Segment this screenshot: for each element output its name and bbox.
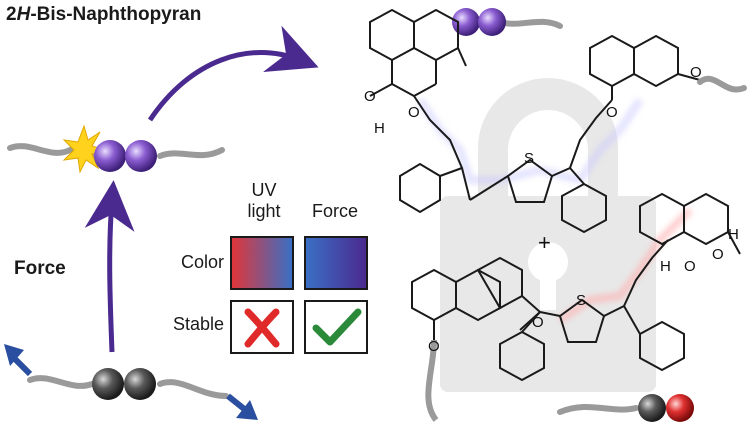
gray-bead	[124, 368, 156, 400]
atom-s: S	[576, 292, 587, 309]
row-label-stable: Stable	[172, 314, 224, 334]
force-label: Force	[14, 258, 66, 279]
reaction-arrow	[147, 25, 319, 122]
row-label-color: Color	[180, 252, 224, 272]
polymer-chain-top	[497, 18, 563, 29]
purple-bead	[478, 8, 506, 36]
polymer-chain-middle	[7, 143, 225, 159]
cross-icon	[244, 308, 280, 348]
atom-h: H	[728, 226, 739, 243]
atom-o: O	[606, 104, 618, 121]
pull-arrow-right-icon	[226, 393, 258, 420]
force-stable-cell	[304, 300, 368, 354]
atom-h: H	[374, 120, 385, 137]
atom-o: O	[684, 258, 696, 275]
polymer-chain-bottom-right	[557, 403, 639, 415]
atom-o: O	[532, 314, 544, 331]
pull-arrow-left-icon	[4, 344, 33, 377]
lock-icon	[440, 78, 656, 392]
atom-o: O	[690, 64, 702, 81]
atom-h: H	[660, 258, 671, 275]
polymer-chain-right	[697, 75, 747, 93]
check-icon	[312, 308, 362, 346]
gray-bead	[638, 394, 666, 422]
plus-sign: +	[538, 230, 551, 255]
uv-stable-cell	[230, 300, 294, 354]
force-arrow	[84, 180, 135, 353]
atom-s: S	[524, 150, 535, 167]
purple-bead	[94, 140, 126, 172]
uv-color-swatch	[230, 236, 294, 290]
figure-title: 2H-Bis-Naphthopyran	[6, 4, 202, 25]
polymer-chain-bottom	[27, 375, 229, 399]
gray-bead	[92, 368, 124, 400]
naphthopyran-bottom-molecule	[411, 192, 741, 422]
atom-o: O	[712, 246, 724, 263]
force-color-swatch	[304, 236, 368, 290]
spark-icon	[62, 124, 108, 174]
column-header-uv: UV light	[247, 180, 281, 221]
atom-o: O	[428, 338, 440, 355]
purple-bead	[125, 140, 157, 172]
merocyanine-top-molecule	[369, 8, 701, 234]
atom-o: O	[408, 104, 420, 121]
red-bead	[666, 394, 694, 422]
column-header-force: Force	[311, 201, 358, 221]
atom-o: O	[364, 88, 376, 105]
